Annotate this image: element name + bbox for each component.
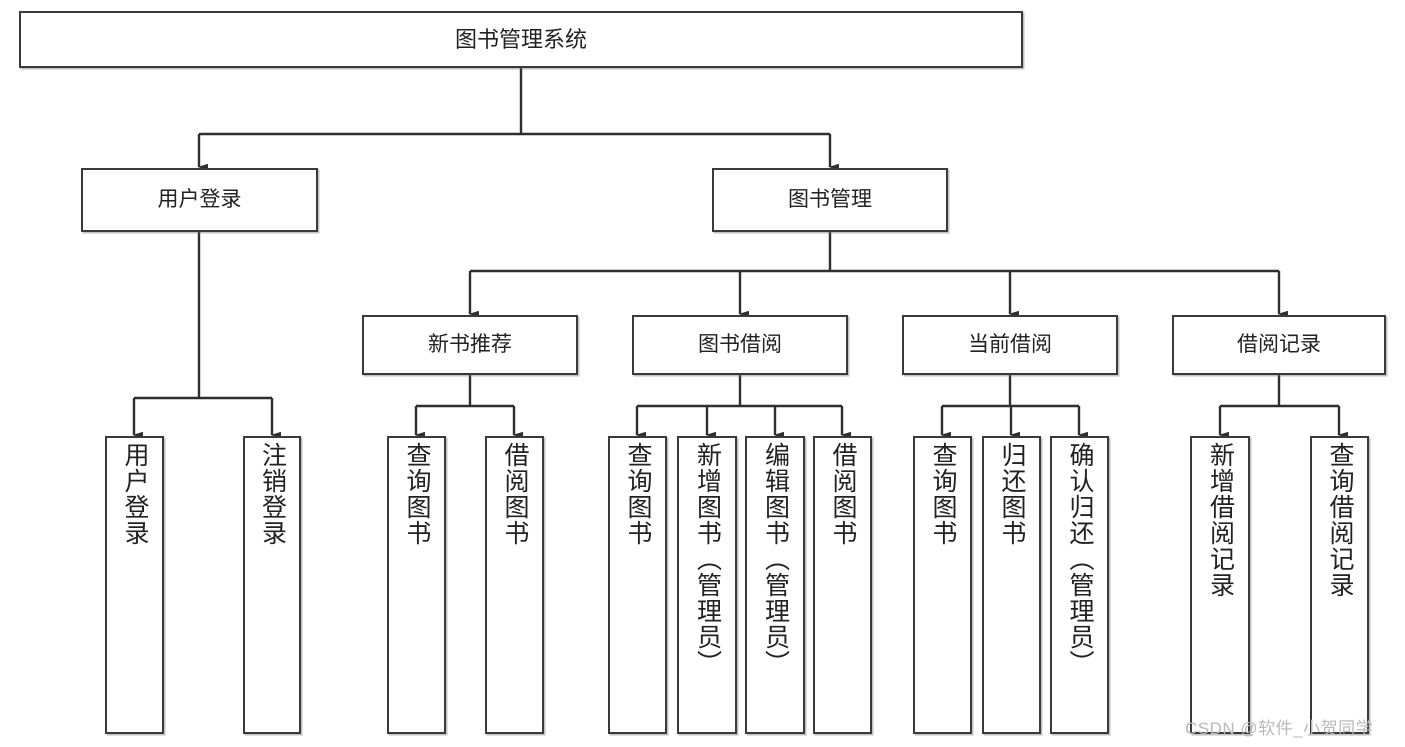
node-label: 查询图书 bbox=[403, 442, 431, 546]
node-label: 编辑图书（管理员） bbox=[761, 442, 790, 676]
node-leaf-user-login[interactable]: 用户登录 bbox=[105, 436, 164, 734]
node-leaf-confirm-return-admin[interactable]: 确认归还（管理员） bbox=[1050, 436, 1109, 734]
node-label: 确认归还（管理员） bbox=[1066, 442, 1094, 676]
node-label: 图书管理系统 bbox=[454, 26, 587, 52]
node-current-borrow[interactable]: 当前借阅 bbox=[902, 315, 1118, 375]
node-label: 用户登录 bbox=[121, 442, 149, 546]
node-label: 新增借阅记录 bbox=[1206, 442, 1235, 598]
node-leaf-query-book-borrow[interactable]: 查询图书 bbox=[608, 436, 667, 734]
node-leaf-add-book-admin[interactable]: 新增图书（管理员） bbox=[677, 436, 737, 734]
node-borrow-record[interactable]: 借阅记录 bbox=[1172, 315, 1386, 375]
node-label: 注销登录 bbox=[258, 442, 287, 546]
node-user-login[interactable]: 用户登录 bbox=[81, 168, 318, 232]
node-new-book-recommend[interactable]: 新书推荐 bbox=[362, 315, 578, 375]
node-label: 图书借阅 bbox=[698, 332, 782, 356]
node-label: 借阅图书 bbox=[829, 442, 857, 546]
node-leaf-query-book-recommend[interactable]: 查询图书 bbox=[387, 436, 446, 734]
node-label: 归还图书 bbox=[998, 442, 1026, 546]
node-root[interactable]: 图书管理系统 bbox=[19, 11, 1023, 68]
node-book-manage[interactable]: 图书管理 bbox=[712, 168, 948, 232]
node-label: 图书管理 bbox=[788, 187, 872, 211]
node-label: 用户登录 bbox=[157, 187, 242, 211]
node-leaf-logout[interactable]: 注销登录 bbox=[243, 436, 301, 734]
node-label: 借阅记录 bbox=[1237, 332, 1321, 356]
node-label: 新增图书（管理员） bbox=[693, 442, 722, 676]
node-label: 查询图书 bbox=[929, 442, 957, 546]
edge-group bbox=[132, 68, 1348, 439]
node-leaf-borrow-book[interactable]: 借阅图书 bbox=[813, 436, 872, 734]
node-leaf-borrow-book-recommend[interactable]: 借阅图书 bbox=[485, 436, 544, 734]
node-leaf-query-borrow-record[interactable]: 查询借阅记录 bbox=[1310, 436, 1369, 734]
node-leaf-edit-book-admin[interactable]: 编辑图书（管理员） bbox=[745, 436, 805, 734]
node-leaf-query-book-current[interactable]: 查询图书 bbox=[913, 436, 972, 734]
node-label: 新书推荐 bbox=[428, 332, 512, 356]
node-book-borrow[interactable]: 图书借阅 bbox=[632, 315, 848, 375]
node-leaf-return-book[interactable]: 归还图书 bbox=[982, 436, 1041, 734]
node-label: 借阅图书 bbox=[501, 442, 529, 546]
node-label: 查询图书 bbox=[624, 442, 652, 546]
node-label: 查询借阅记录 bbox=[1326, 442, 1354, 598]
node-label: 当前借阅 bbox=[968, 332, 1052, 356]
node-leaf-add-borrow-record[interactable]: 新增借阅记录 bbox=[1190, 436, 1250, 734]
